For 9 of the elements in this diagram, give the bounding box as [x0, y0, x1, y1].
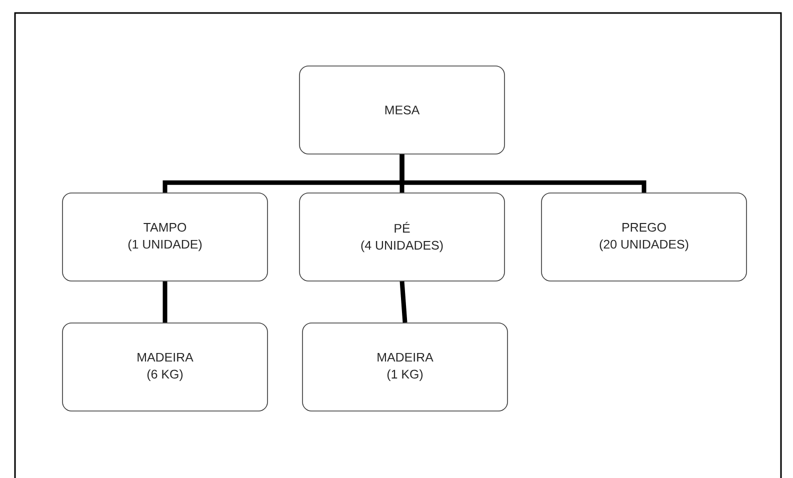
box: MESA	[299, 66, 505, 154]
box: MADEIRA (6 KG)	[62, 322, 268, 412]
box: PREGO (20 UNIDADES)	[541, 192, 747, 282]
box: TAMPO (1 UNIDADE)	[62, 192, 268, 282]
connector	[400, 154, 646, 193]
box: MADEIRA (1 KG)	[302, 322, 508, 412]
box: PÉ (4 UNIDADES)	[299, 192, 505, 282]
connector	[162, 281, 168, 323]
connector	[400, 281, 408, 323]
